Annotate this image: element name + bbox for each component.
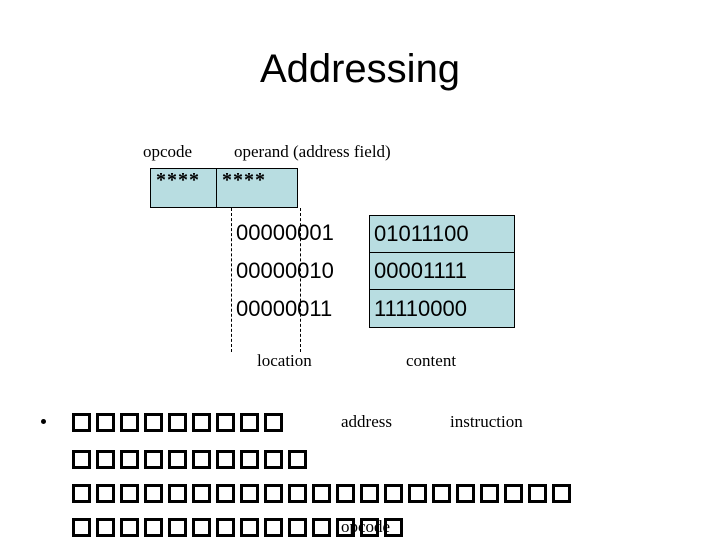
missing-glyph-box [432, 483, 451, 503]
missing-glyph-box [264, 412, 283, 432]
memory-location-cell: 00000001 [236, 220, 334, 245]
memory-location-cell: 00000011 [236, 296, 333, 321]
missing-glyph-box [288, 483, 307, 503]
missing-glyph-box [240, 449, 259, 469]
missing-glyph-box [336, 483, 355, 503]
missing-glyph-box [120, 412, 139, 432]
missing-glyph-box [264, 483, 283, 503]
memory-content-cell: 01011100 [370, 216, 514, 253]
missing-glyph-box [144, 517, 163, 537]
missing-glyph-box [216, 483, 235, 503]
missing-glyph-row-2 [72, 444, 312, 472]
missing-glyph-box [216, 412, 235, 432]
missing-glyph-box [168, 517, 187, 537]
missing-glyph-box [456, 483, 475, 503]
missing-glyph-box [144, 412, 163, 432]
dashed-guide-left [231, 208, 232, 352]
missing-glyph-box [240, 412, 259, 432]
memory-location-cell: 00000010 [236, 258, 334, 283]
missing-glyph-box [360, 483, 379, 503]
dashed-guide-right [300, 208, 301, 352]
missing-glyph-box [192, 449, 211, 469]
missing-glyph-box [384, 483, 403, 503]
missing-glyph-box [192, 412, 211, 432]
missing-glyph-box [168, 449, 187, 469]
overlay-word-address: address [341, 412, 392, 431]
header-label-operand: operand (address field) [234, 142, 391, 161]
missing-glyph-box [264, 449, 283, 469]
header-label-opcode: opcode [143, 142, 193, 161]
missing-glyph-box [96, 517, 115, 537]
missing-glyph-row-1 [72, 407, 288, 435]
overlay-word-opcode: opcode [341, 517, 391, 536]
missing-glyph-box [120, 483, 139, 503]
missing-glyph-box [384, 517, 403, 537]
missing-glyph-box [288, 449, 307, 469]
missing-glyph-box [168, 412, 187, 432]
caption-location: location [257, 351, 312, 370]
memory-location-column: 00000001 00000010 00000011 [236, 214, 366, 328]
missing-glyph-box [288, 517, 307, 537]
missing-glyph-box [264, 517, 283, 537]
missing-glyph-box [504, 483, 523, 503]
memory-content-cell: 11110000 [374, 295, 467, 321]
memory-content-cell: 00001111 [370, 253, 514, 290]
missing-glyph-box [96, 412, 115, 432]
missing-glyph-box [144, 449, 163, 469]
instruction-format-table: **** **** [150, 168, 298, 208]
missing-glyph-box [96, 483, 115, 503]
missing-glyph-box [120, 449, 139, 469]
missing-glyph-box [360, 517, 379, 537]
missing-glyph-box [120, 517, 139, 537]
missing-glyph-box [312, 517, 331, 537]
missing-glyph-box [96, 449, 115, 469]
missing-glyph-box [72, 517, 91, 537]
missing-glyph-box [216, 517, 235, 537]
bullet-marker [41, 419, 46, 424]
missing-glyph-box [528, 483, 547, 503]
missing-glyph-box [552, 483, 571, 503]
missing-glyph-box [168, 483, 187, 503]
instruction-opcode-cell: **** [151, 169, 217, 207]
missing-glyph-box [240, 517, 259, 537]
missing-glyph-box [72, 449, 91, 469]
missing-glyph-row-4 [72, 512, 408, 540]
missing-glyph-box [216, 449, 235, 469]
missing-glyph-row-3 [72, 478, 576, 506]
missing-glyph-box [312, 483, 331, 503]
missing-glyph-box [336, 517, 355, 537]
overlay-word-instruction: instruction [450, 412, 523, 431]
missing-glyph-box [480, 483, 499, 503]
missing-glyph-box [72, 483, 91, 503]
missing-glyph-box [72, 412, 91, 432]
page-title: Addressing [259, 47, 461, 91]
caption-content: content [406, 351, 457, 370]
missing-glyph-box [192, 483, 211, 503]
missing-glyph-box [144, 483, 163, 503]
instruction-operand-cell: **** [222, 169, 266, 191]
missing-glyph-box [240, 483, 259, 503]
memory-content-column: 01011100 00001111 11110000 [369, 215, 515, 328]
missing-glyph-box [192, 517, 211, 537]
missing-glyph-box [408, 483, 427, 503]
